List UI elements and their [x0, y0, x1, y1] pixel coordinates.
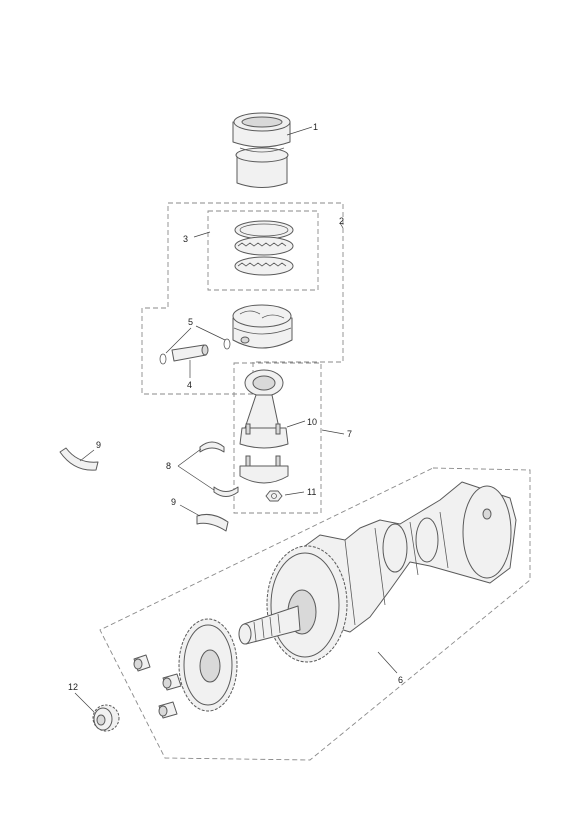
callout-4: 4	[187, 380, 192, 390]
main-bearing-shell-lower-part	[196, 514, 229, 532]
big-end-bearing-shell-part	[199, 441, 239, 497]
gear-bolt-upper-part	[133, 654, 151, 672]
connecting-rod-cap-part	[239, 455, 289, 484]
connecting-rod-part	[239, 369, 289, 449]
crankshaft-group-outline	[99, 467, 531, 761]
gear-bolt-lower-part	[158, 701, 178, 719]
crankshaft-drive-gear-part	[266, 545, 348, 663]
main-bearing-shell-upper-part	[59, 447, 99, 471]
callout-9a: 9	[96, 440, 101, 450]
crankshaft-part	[299, 481, 517, 633]
timing-gear-part	[178, 618, 238, 712]
callout-1: 1	[313, 122, 318, 132]
connecting-rod-nut-part	[265, 490, 283, 502]
small-sprocket-part	[92, 704, 120, 732]
callout-12: 12	[68, 682, 78, 692]
callout-10: 10	[307, 417, 317, 427]
callout-6: 6	[398, 675, 403, 685]
cylinder-liner-part	[232, 112, 291, 188]
circlip-part	[159, 338, 231, 365]
callout-8: 8	[166, 461, 171, 471]
leader-lines	[74, 126, 398, 713]
callout-2: 2	[339, 216, 344, 226]
callout-3: 3	[183, 234, 188, 244]
piston-part	[232, 304, 293, 349]
callout-9b: 9	[171, 497, 176, 507]
connecting-rod-group-outline	[233, 362, 322, 514]
callout-5: 5	[188, 317, 193, 327]
gear-bolt-middle-part	[162, 673, 182, 691]
gudgeon-pin-part	[171, 344, 209, 362]
callout-11: 11	[307, 487, 316, 497]
crankshaft-splined-end-part	[238, 605, 301, 645]
callout-7: 7	[347, 429, 352, 439]
piston-ring-set-part	[234, 220, 294, 276]
piston-ring-set-group-outline	[207, 210, 319, 291]
